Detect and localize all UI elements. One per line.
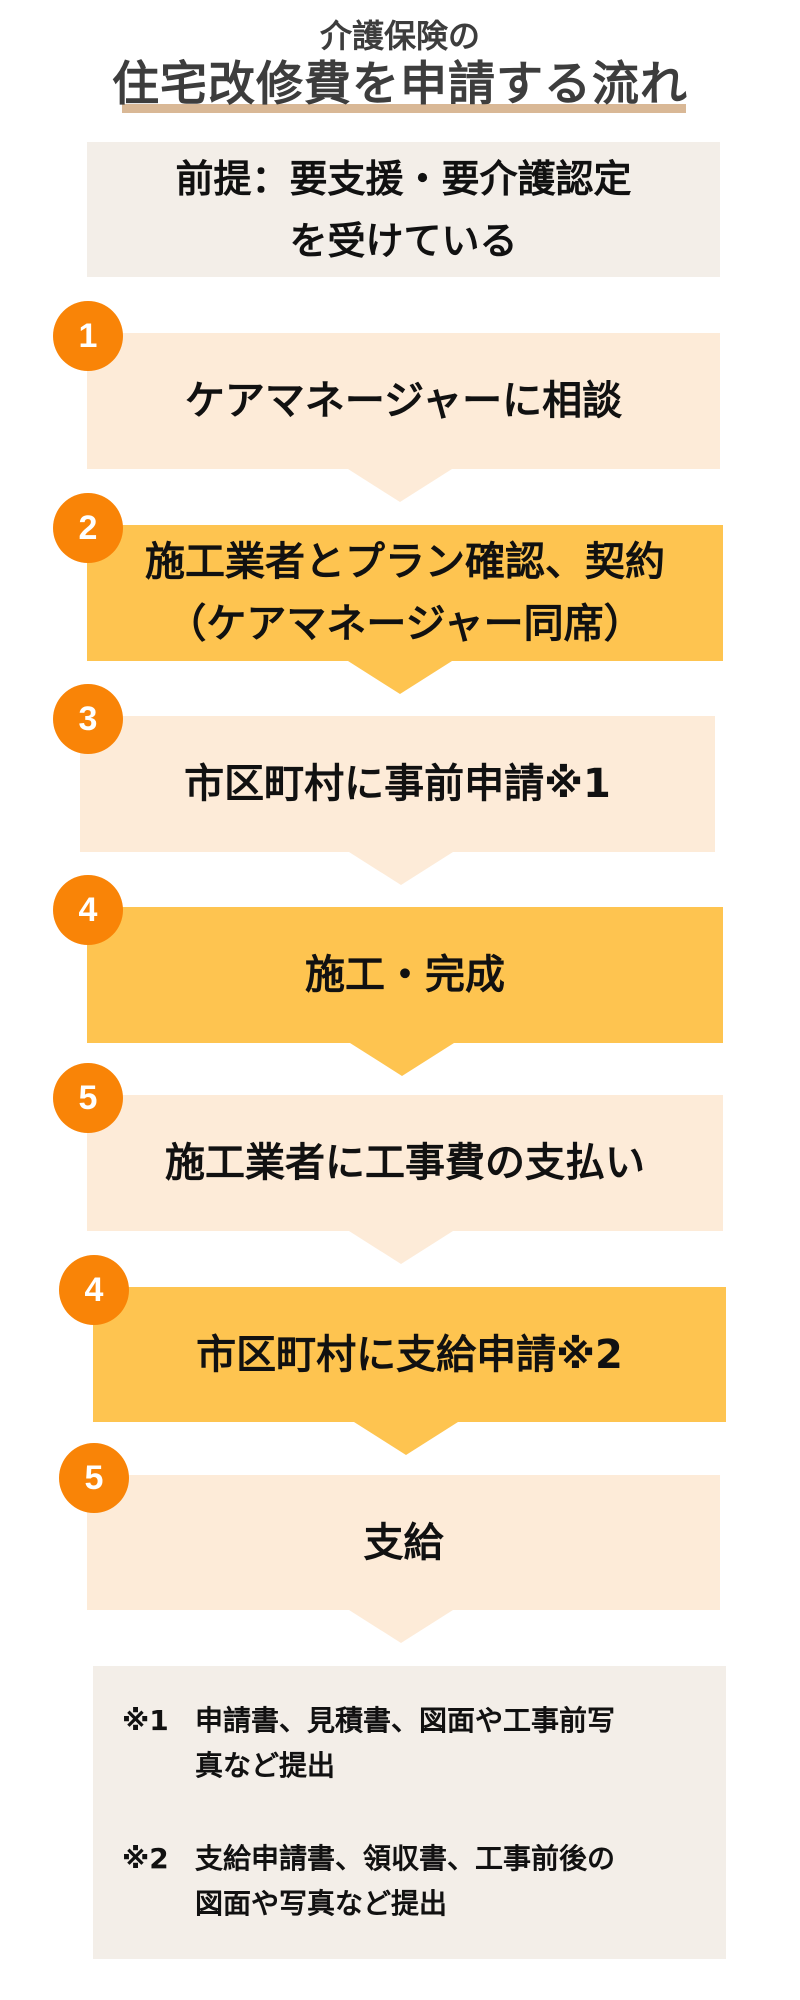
- step-2-badge: 2: [53, 493, 123, 563]
- step-2-box: 施工業者とプラン確認、契約 （ケアマネージャー同席）: [87, 525, 723, 661]
- step-5-text: 施工業者に工事費の支払い: [165, 1140, 645, 1186]
- arrow-down-icon: [349, 852, 453, 885]
- premise-box: 前提：要支援・要介護認定 を受けている: [87, 142, 720, 277]
- step-6-badge: 4: [59, 1255, 129, 1325]
- arrow-down-icon: [349, 1610, 453, 1643]
- note-2-line-2: 図面や写真など提出: [195, 1887, 448, 1920]
- step-2-text-line-2: （ケアマネージャー同席）: [166, 601, 644, 647]
- note-2: ※2 支給申請書、領収書、工事前後の 図面や写真など提出: [122, 1836, 702, 1926]
- note-1-mark: ※1: [122, 1704, 169, 1737]
- step-6-box: 市区町村に支給申請※2: [93, 1287, 726, 1422]
- step-7-text: 支給: [363, 1519, 444, 1566]
- step-1-box: ケアマネージャーに相談: [87, 333, 720, 469]
- step-3-text: 市区町村に事前申請※1: [184, 761, 611, 807]
- step-1-text: ケアマネージャーに相談: [184, 378, 623, 424]
- title-underline: [122, 104, 686, 113]
- premise-line-2: を受けている: [289, 218, 518, 263]
- arrow-down-icon: [348, 661, 452, 694]
- page-title: 住宅改修費を申請する流れ: [112, 57, 688, 112]
- note-1-line-1: 申請書、見積書、図面や工事前写: [195, 1704, 616, 1737]
- step-5-badge: 5: [53, 1063, 123, 1133]
- note-1: ※1 申請書、見積書、図面や工事前写 真など提出: [122, 1698, 702, 1788]
- notes-box: ※1 申請書、見積書、図面や工事前写 真など提出 ※2 支給申請書、領収書、工事…: [93, 1666, 726, 1959]
- arrow-down-icon: [350, 1043, 454, 1076]
- arrow-down-icon: [354, 1422, 458, 1455]
- step-7-box: 支給: [87, 1475, 720, 1610]
- step-6-text: 市区町村に支給申請※2: [196, 1331, 623, 1378]
- step-4-text: 施工・完成: [305, 952, 505, 998]
- premise-line-1: 前提：要支援・要介護認定: [175, 156, 632, 201]
- step-4-box: 施工・完成: [87, 907, 723, 1043]
- arrow-down-icon: [348, 469, 452, 502]
- step-1-badge: 1: [53, 301, 123, 371]
- subtitle: 介護保険の: [319, 17, 480, 55]
- note-2-mark: ※2: [122, 1842, 169, 1875]
- step-2-text-line-1: 施工業者とプラン確認、契約: [145, 539, 665, 585]
- step-4-badge: 4: [53, 875, 123, 945]
- arrow-down-icon: [349, 1231, 453, 1264]
- step-3-badge: 3: [53, 684, 123, 754]
- step-7-badge: 5: [59, 1443, 129, 1513]
- note-1-line-2: 真など提出: [195, 1749, 336, 1782]
- note-2-line-1: 支給申請書、領収書、工事前後の: [195, 1842, 616, 1875]
- step-3-box: 市区町村に事前申請※1: [80, 716, 715, 852]
- step-5-box: 施工業者に工事費の支払い: [87, 1095, 723, 1231]
